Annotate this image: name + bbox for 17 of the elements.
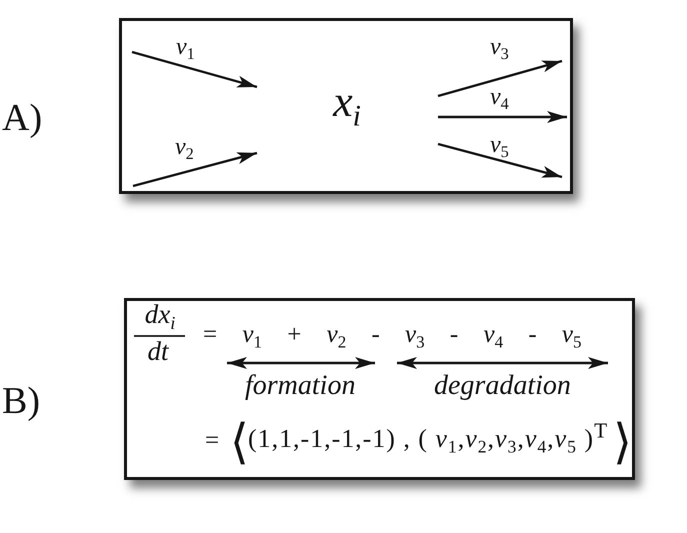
- variable-label: x$_{i}$: [333, 78, 361, 126]
- term-group-label: formation: [245, 371, 356, 402]
- fraction-numerator: dx$_{i}$: [144, 300, 176, 330]
- vector-expression: (1,1,-1,-1,-1) , ( v$_{1}$,v$_{2}$,v$_{3}$,v$_{4}$,v$_{5}$ )$^{T}$: [248, 425, 608, 454]
- flux-label: v$_{3}$: [490, 34, 509, 60]
- panel-label: A): [2, 98, 42, 140]
- panel-label: B): [2, 381, 40, 423]
- angle-bracket: ⟨: [230, 418, 249, 466]
- equals-sign: =: [205, 427, 220, 454]
- fraction-denominator: dt: [148, 337, 168, 367]
- flux-label: v$_{1}$: [176, 34, 195, 60]
- flux-label: v$_{4}$: [490, 84, 509, 110]
- flux-label: v$_{5}$: [490, 132, 509, 158]
- term-group-label: degradation: [434, 371, 571, 402]
- equation-line: = v$_{1}$ + v$_{2}$ - v$_{3}$ - v$_{4}$ - v$_{5}$: [203, 321, 582, 348]
- flux-label: v$_{2}$: [175, 134, 194, 160]
- angle-bracket: ⟩: [613, 418, 632, 466]
